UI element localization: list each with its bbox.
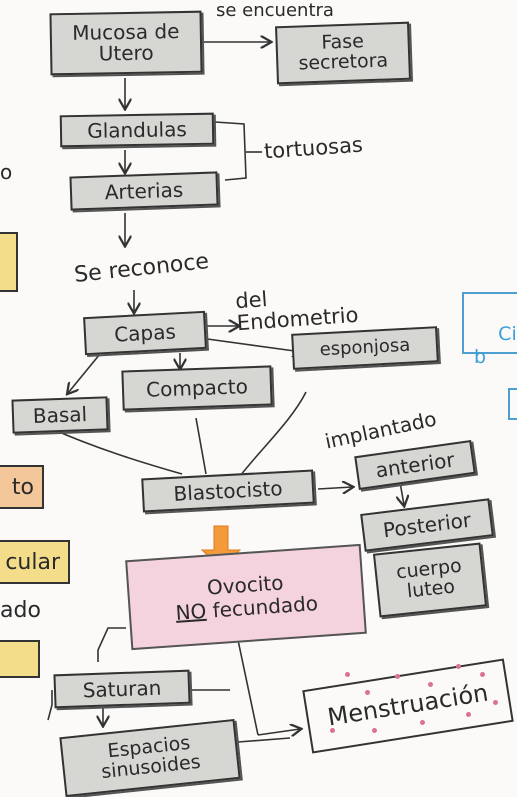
right-blue-fragment: Cito b [462, 292, 517, 368]
left-fragment-ado: ado [0, 598, 41, 623]
pink-dot [345, 672, 350, 677]
ovocito-no-text: NO [174, 598, 208, 625]
left-fragment-o: o [0, 160, 13, 184]
cuerpo-luteo-box: cuerpo luteo [372, 542, 488, 618]
pink-dot [372, 728, 377, 733]
left-yellow-fragment-3 [0, 640, 40, 678]
left-yellow-fragment-2: cular [0, 540, 70, 584]
ovocito-second-line: NO fecundado [174, 591, 319, 625]
saturan-box: Saturan [53, 669, 191, 709]
pink-dot [420, 720, 425, 725]
left-fragment-to: to [11, 474, 34, 500]
del-endometrio-label: del Endometrio [234, 287, 360, 336]
pink-dot [480, 672, 485, 677]
pink-dot [330, 728, 335, 733]
right-fragment-cito: Cito b [474, 322, 517, 368]
fase-secretora-box: Fase secretora [275, 21, 411, 85]
arterias-box: Arterias [69, 171, 219, 211]
compacto-box: Compacto [121, 365, 273, 411]
pink-dot [493, 700, 498, 705]
pink-dot [466, 712, 471, 717]
ovocito-no-fecundado-box: Ovocito NO fecundado [125, 543, 367, 651]
left-fragment-cular: cular [5, 549, 60, 575]
mucosa-utero-box: Mucosa de Utero [49, 10, 203, 76]
esponjosa-box: esponjosa [291, 326, 439, 370]
right-bottom-fragment [508, 388, 517, 420]
basal-box: Basal [11, 396, 109, 434]
pink-dot [395, 674, 400, 679]
pink-dot [456, 664, 461, 669]
pink-dot [365, 690, 370, 695]
pink-dot [428, 682, 433, 687]
glandulas-box: Glandulas [59, 112, 215, 148]
capas-box: Capas [83, 310, 207, 356]
se-encuentra-label: se encuentra [216, 0, 334, 21]
left-yellow-fragment [0, 232, 18, 292]
left-orange-fragment: to [0, 465, 44, 509]
